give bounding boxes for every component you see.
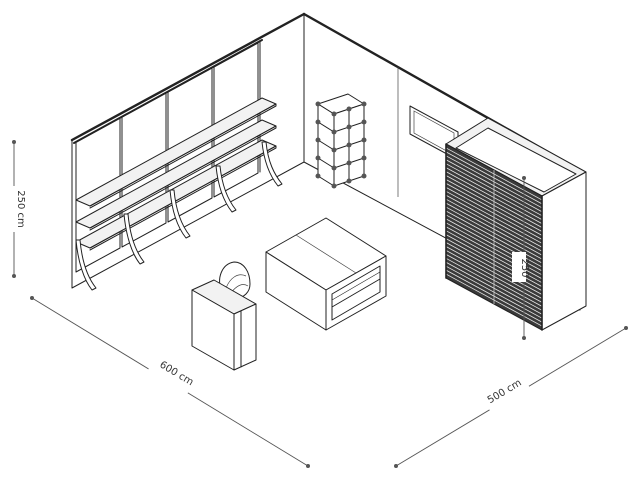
slatted-wardrobe: 250 (445, 117, 587, 340)
small-cabinet (191, 279, 257, 371)
center-island-table (265, 217, 387, 331)
height-dimension: 250 cm (6, 140, 26, 278)
depth-dimension: 500 cm (394, 326, 628, 468)
shelf-legs (75, 141, 283, 291)
cabinet-side (233, 303, 257, 371)
cube-storage-shelf (315, 93, 367, 189)
wardrobe-side (541, 171, 587, 331)
height-dimension-label: 250 cm (15, 190, 26, 228)
wardrobe-height-label: 250 (519, 258, 530, 277)
length-dimension: 600 cm (30, 296, 310, 468)
wall-shelving-unit (73, 39, 283, 291)
left-wall-top-edge (70, 12, 306, 142)
